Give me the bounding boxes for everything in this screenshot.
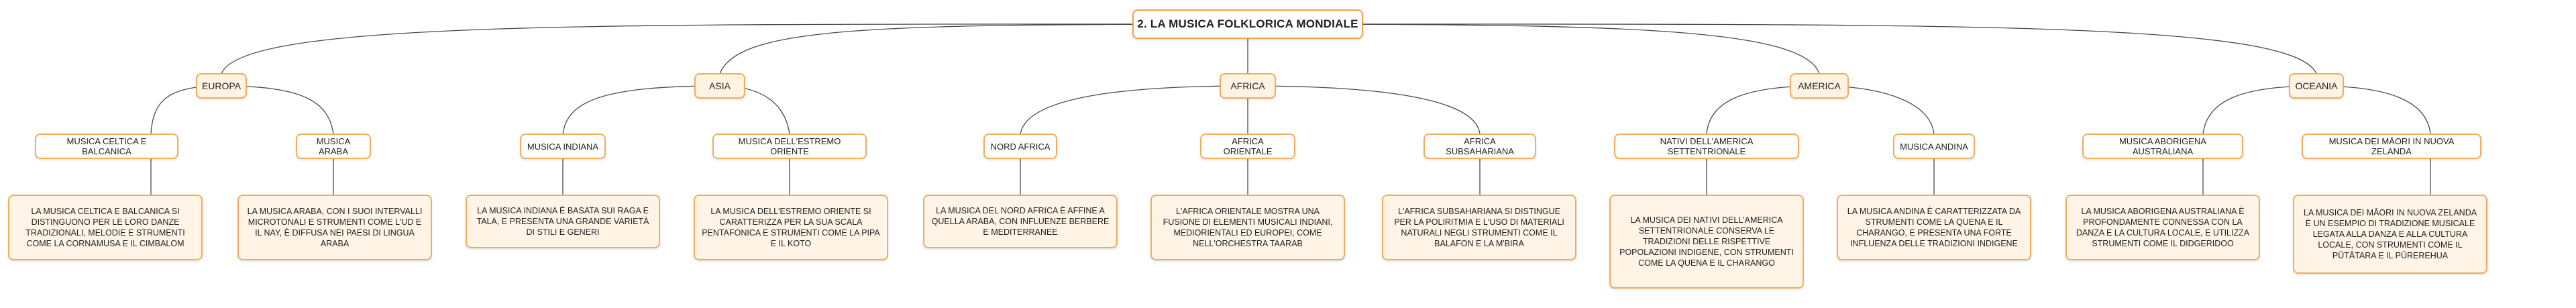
region-node-asia[interactable]: ASIA [694, 73, 745, 99]
topic-node-musica-aborigena-australiana[interactable]: MUSICA ABORIGENA AUSTRALIANA [2082, 134, 2243, 159]
desc-node-musica-andina[interactable]: LA MUSICA ANDINA È CARATTERIZZATA DA STR… [1837, 195, 2031, 260]
topic-node-africa-subsahariana[interactable]: AFRICA SUBSAHARIANA [1424, 134, 1536, 159]
desc-node-musica-celtica-balcanica[interactable]: LA MUSICA CELTICA E BALCANICA SI DISTING… [8, 195, 203, 260]
desc-node-nord-africa[interactable]: LA MUSICA DEL NORD AFRICA È AFFINE A QUE… [923, 195, 1118, 248]
region-node-america[interactable]: AMERICA [1790, 73, 1849, 99]
link-africa-subsahariana [1247, 85, 1481, 135]
topic-node-africa-orientale[interactable]: AFRICA ORIENTALE [1200, 134, 1295, 159]
topic-node-musica-celtica-balcanica[interactable]: MUSICA CELTICA E BALCANICA [35, 134, 178, 159]
topic-node-nativi-america-settentrionale[interactable]: NATIVI DELL'AMERICA SETTENTRIONALE [1614, 134, 1799, 159]
topic-node-nord-africa[interactable]: NORD AFRICA [983, 134, 1057, 159]
topic-node-musica-estremo-oriente[interactable]: MUSICA DELL'ESTREMO ORIENTE [712, 134, 867, 159]
link-asia-indiana [562, 85, 720, 135]
region-node-europa[interactable]: EUROPA [196, 73, 247, 99]
region-node-africa[interactable]: AFRICA [1220, 73, 1276, 99]
desc-node-musica-estremo-oriente[interactable]: LA MUSICA DELL'ESTREMO ORIENTE SI CARATT… [694, 195, 888, 260]
root-node-title[interactable]: 2. LA MUSICA FOLKLORICA MONDIALE [1132, 9, 1363, 39]
desc-node-africa-orientale[interactable]: L'AFRICA ORIENTALE MOSTRA UNA FUSIONE DI… [1150, 195, 1345, 260]
link-africa-nord [1020, 85, 1248, 135]
link-europa-araba [221, 85, 334, 135]
topic-node-musica-araba[interactable]: MUSICA ARABA [296, 134, 371, 159]
desc-node-musica-indiana[interactable]: LA MUSICA INDIANA È BASATA SUI RAGA E TA… [466, 195, 660, 248]
topic-node-musica-maori-nuova-zelanda[interactable]: MUSICA DEI MĀORI IN NUOVA ZELANDA [2302, 134, 2481, 159]
link-root-asia [719, 23, 1248, 74]
desc-node-musica-araba[interactable]: LA MUSICA ARABA, CON I SUOI INTERVALLI M… [237, 195, 432, 260]
desc-node-africa-subsahariana[interactable]: L'AFRICA SUBSAHARIANA SI DISTINGUE PER L… [1382, 195, 1576, 260]
topic-node-musica-indiana[interactable]: MUSICA INDIANA [520, 134, 606, 159]
link-root-oceania [1247, 23, 2317, 74]
link-root-europa [221, 23, 1248, 74]
desc-node-musica-maori-nuova-zelanda[interactable]: LA MUSICA DEI MĀORI IN NUOVA ZELANDA È U… [2293, 195, 2487, 274]
topic-node-musica-andina[interactable]: MUSICA ANDINA [1893, 134, 1975, 159]
desc-node-nativi-america-settentrionale[interactable]: LA MUSICA DEI NATIVI DELL'AMERICA SETTEN… [1609, 195, 1804, 289]
desc-node-musica-aborigena-australiana[interactable]: LA MUSICA ABORIGENA AUSTRALIANA È PROFON… [2065, 195, 2260, 260]
region-node-oceania[interactable]: OCEANIA [2289, 73, 2344, 99]
